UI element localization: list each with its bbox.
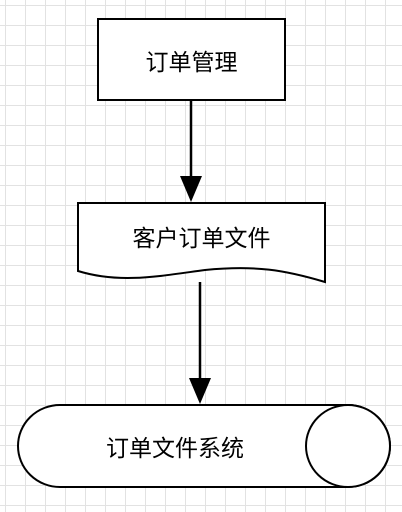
edge-customer-order-file-to-order-file-system [189, 282, 211, 404]
arrowhead-icon [180, 176, 202, 202]
order-file-system-storage[interactable] [17, 404, 391, 488]
edge-order-management-to-customer-order-file [180, 100, 202, 202]
storage-end-cap [305, 404, 391, 488]
customer-order-file-document[interactable] [77, 202, 326, 284]
customer-order-file-label: 客户订单文件 [132, 226, 271, 252]
order-file-system-label: 订单文件系统 [106, 436, 244, 462]
arrowhead-icon [189, 378, 211, 404]
order-management-box[interactable] [97, 18, 286, 101]
order-management-label: 订单管理 [145, 49, 238, 76]
